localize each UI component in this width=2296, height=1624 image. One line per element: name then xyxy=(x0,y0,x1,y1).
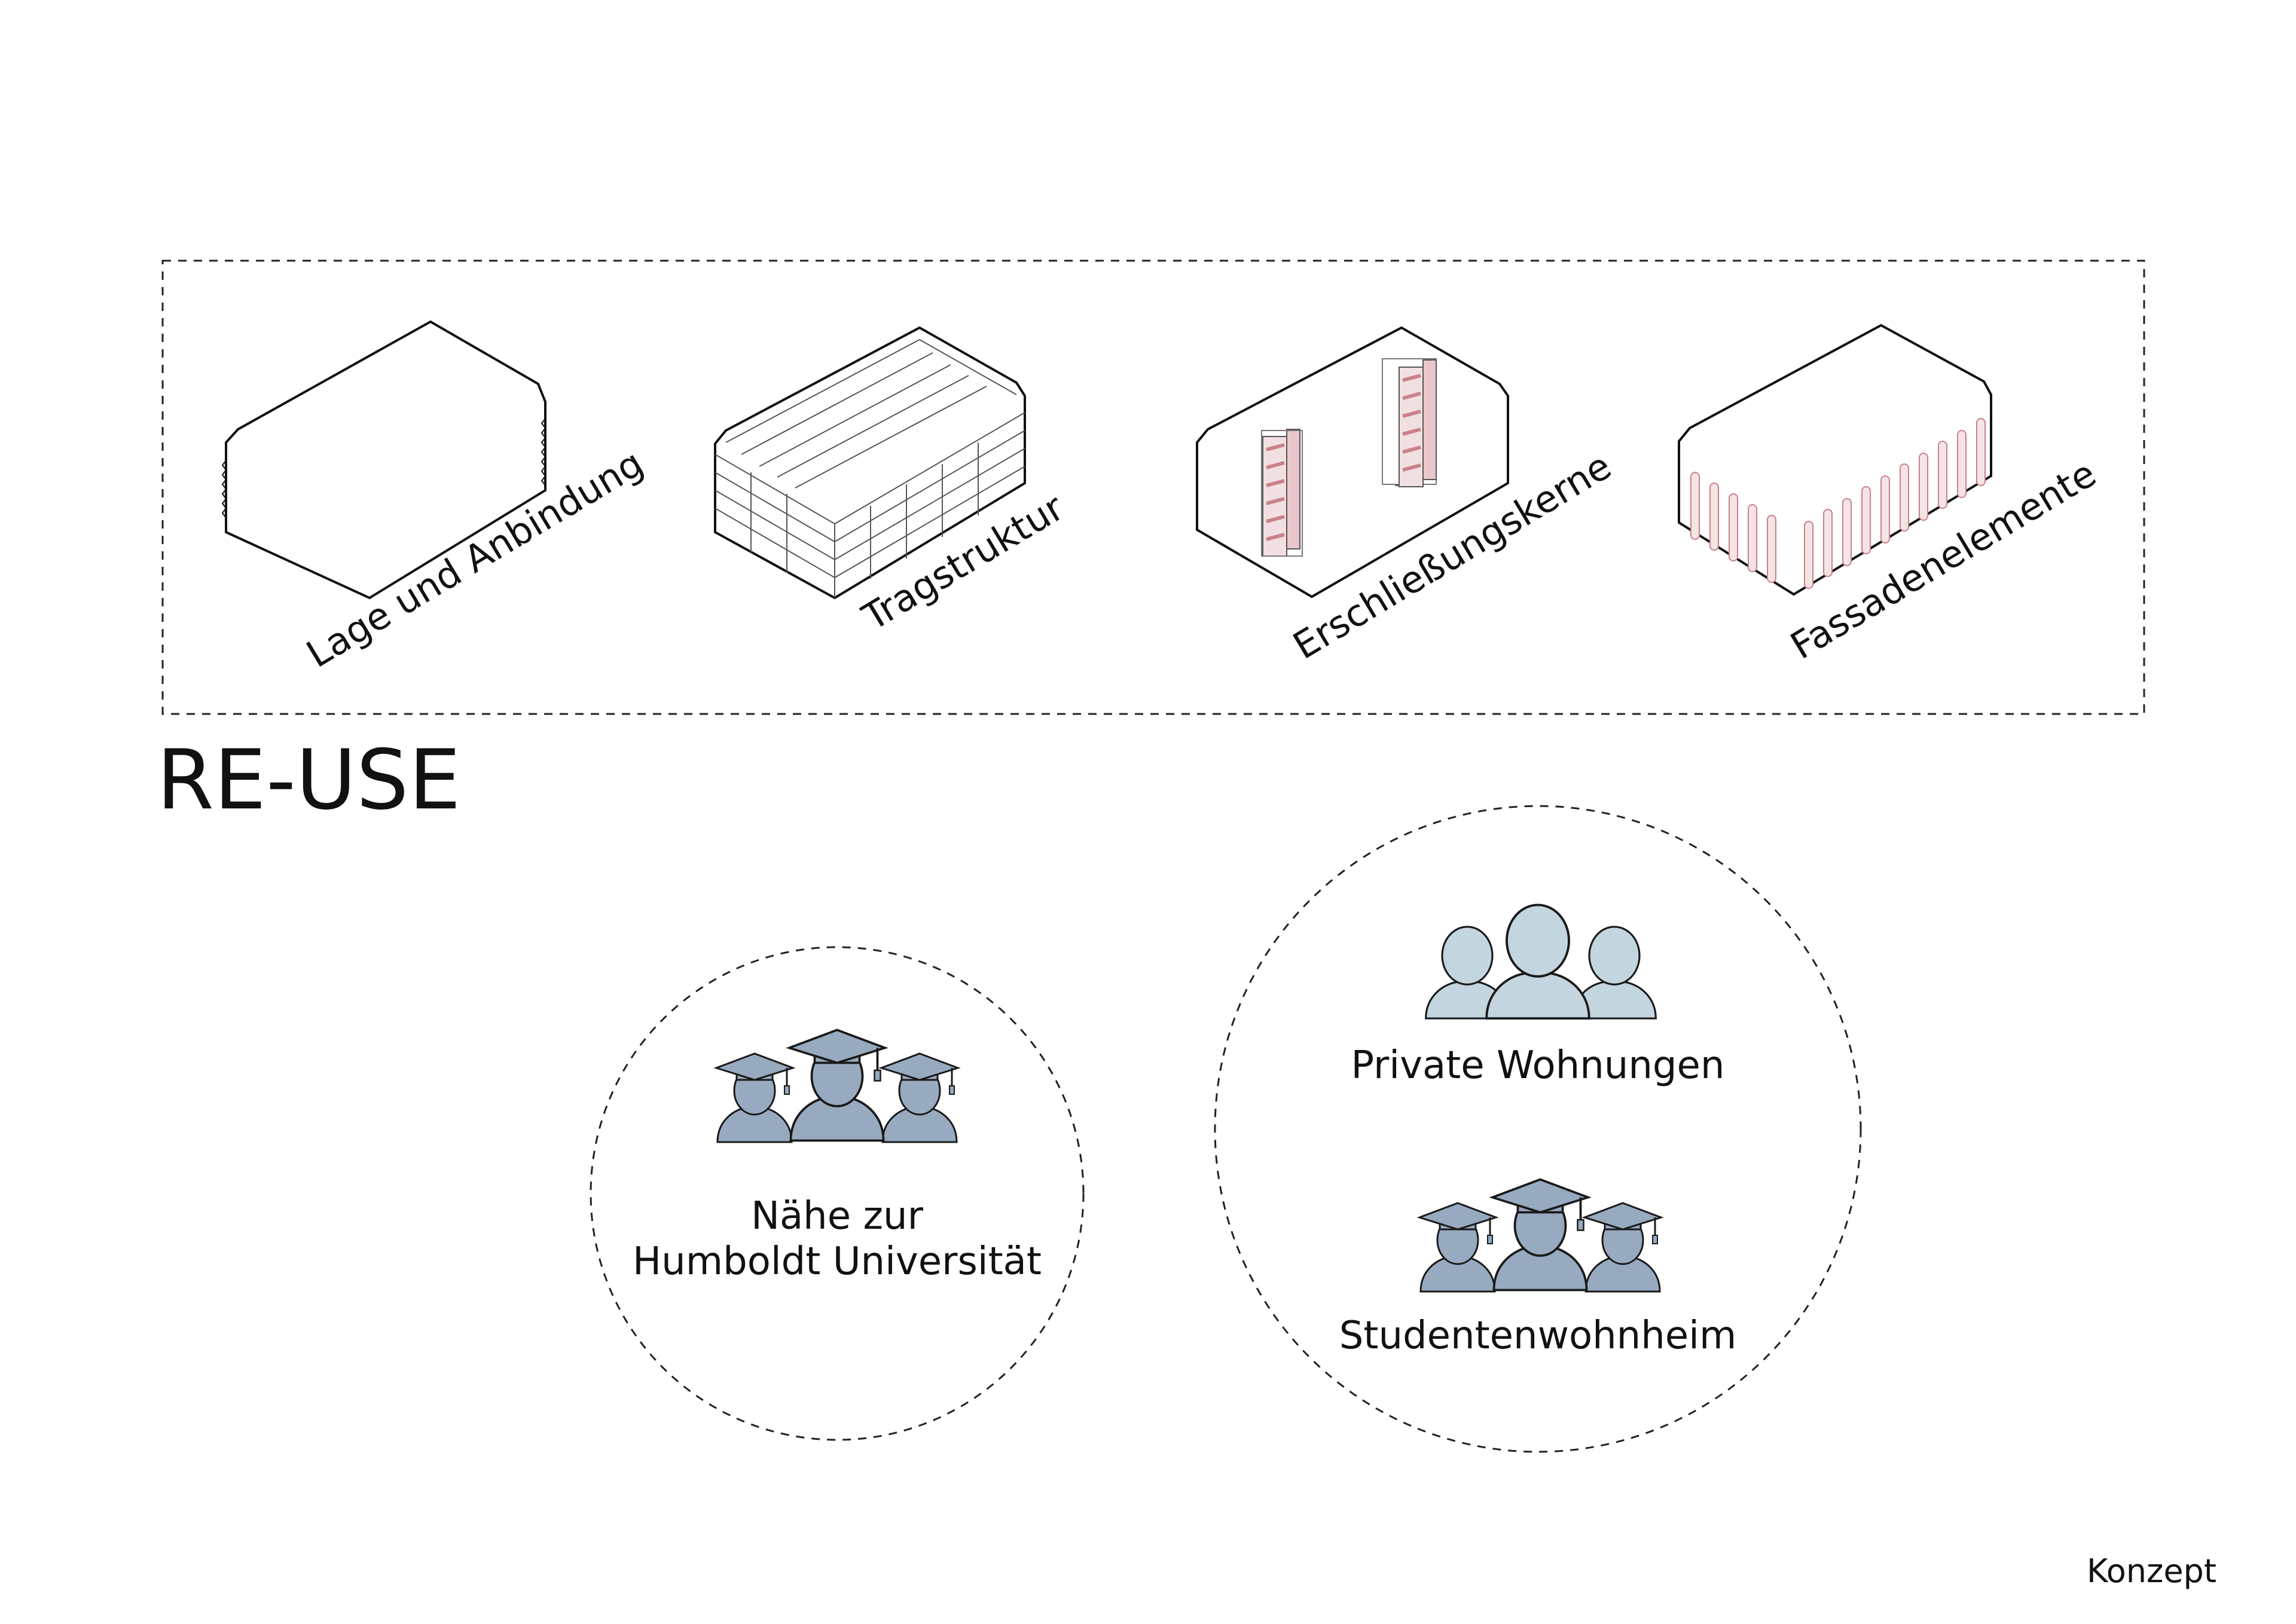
circulation-cores-drawing xyxy=(1196,326,1509,599)
university-label: Nähe zur Humboldt Universität xyxy=(598,1193,1076,1284)
structure-drawing xyxy=(714,326,1026,600)
circle-university xyxy=(590,946,1085,1441)
footer-label: Konzept xyxy=(2087,1552,2217,1590)
graduates-icon xyxy=(1418,1178,1662,1293)
circle-housing xyxy=(1214,805,1862,1453)
graduates-icon xyxy=(715,1028,959,1143)
facade-drawing xyxy=(1678,323,1992,596)
university-label-line2: Humboldt Universität xyxy=(633,1240,1042,1284)
site-volume-drawing xyxy=(221,320,546,600)
student-housing-label: Studentenwohnheim xyxy=(1339,1314,1737,1358)
people-group-icon xyxy=(1425,903,1657,1020)
elements-frame xyxy=(161,260,2145,715)
private-housing-label: Private Wohnungen xyxy=(1351,1043,1725,1088)
university-label-line1: Nähe zur xyxy=(751,1194,923,1238)
page-title: RE-USE xyxy=(157,732,461,828)
